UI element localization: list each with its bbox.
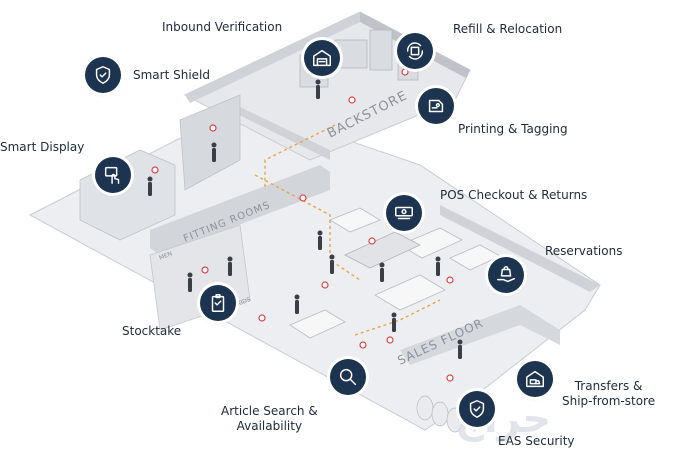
reservations-badge[interactable] bbox=[488, 257, 524, 293]
cash-register-icon bbox=[395, 206, 413, 220]
printing-tagging-badge[interactable] bbox=[418, 88, 454, 124]
label-printing-tagging: Printing & Tagging bbox=[458, 122, 568, 136]
label-reservations: Reservations bbox=[545, 244, 623, 258]
label-article-search: Article Search & Availability bbox=[221, 404, 318, 433]
label-smart-shield: Smart Shield bbox=[133, 68, 211, 82]
route-lines bbox=[254, 124, 441, 336]
inbound-verification-badge[interactable] bbox=[304, 40, 340, 76]
clipboard-icon bbox=[211, 294, 225, 312]
stocktake-badge[interactable] bbox=[200, 285, 236, 321]
people bbox=[147, 79, 463, 359]
magnifier-icon bbox=[339, 368, 357, 386]
sales-front-wall bbox=[400, 305, 560, 365]
label-stocktake: Stocktake bbox=[122, 324, 182, 338]
smart-shield-badge[interactable] bbox=[85, 57, 121, 93]
zone-kids: KIDS bbox=[236, 296, 252, 308]
label-pos-checkout: POS Checkout & Returns bbox=[440, 188, 588, 202]
location-pins bbox=[151, 68, 454, 382]
label-eas-security: EAS Security bbox=[498, 434, 575, 448]
transfers-badge[interactable] bbox=[517, 361, 553, 397]
backstore-wall bbox=[185, 12, 360, 103]
fixtures bbox=[289, 207, 501, 339]
sales-right-wall bbox=[440, 205, 600, 292]
eas-security-badge[interactable] bbox=[459, 391, 495, 427]
label-inbound-verification: Inbound Verification bbox=[162, 20, 283, 34]
article-search-badge[interactable] bbox=[330, 359, 366, 395]
fitting-rooms-wall bbox=[150, 165, 330, 255]
mannequins bbox=[416, 395, 464, 433]
label-refill-relocation: Refill & Relocation bbox=[453, 22, 563, 36]
shield-check-icon bbox=[469, 400, 485, 418]
pos-counter bbox=[344, 231, 421, 269]
pos-checkout-badge[interactable] bbox=[386, 195, 422, 231]
box-cycle-icon bbox=[406, 42, 424, 60]
refill-relocation-badge[interactable] bbox=[397, 33, 433, 69]
label-smart-display: Smart Display bbox=[0, 140, 85, 154]
hand-bag-icon bbox=[497, 266, 515, 283]
corridor-wall bbox=[225, 100, 330, 160]
zone-men: MEN bbox=[158, 250, 173, 262]
fitting-block-wall bbox=[179, 94, 241, 191]
smart-display-badge[interactable] bbox=[95, 157, 131, 193]
truck-warehouse-icon bbox=[526, 370, 544, 388]
warehouse-icon bbox=[313, 49, 331, 67]
touch-display-icon bbox=[104, 166, 120, 184]
tag-print-icon bbox=[428, 99, 444, 113]
shield-check-icon bbox=[95, 66, 111, 84]
label-transfers: Transfers & Ship-from-store bbox=[562, 379, 656, 408]
